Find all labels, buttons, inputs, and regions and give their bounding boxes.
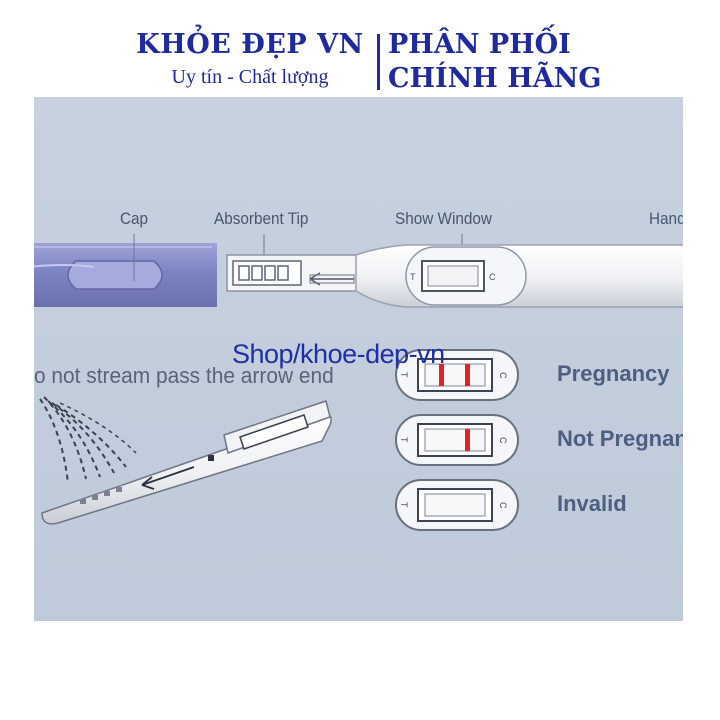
cap-shape (34, 243, 217, 307)
svg-text:T: T (410, 272, 416, 282)
svg-text:T: T (399, 372, 409, 378)
svg-text:C: C (498, 437, 508, 444)
brand-block: KHỎE ĐẸP VN Uy tín - Chất lượng (126, 28, 374, 90)
svg-text:T: T (399, 502, 409, 508)
test-diagram: T C (34, 97, 683, 621)
brand-name: KHỎE ĐẸP VN (136, 29, 364, 60)
instruction-text: o not stream pass the arrow end (34, 363, 334, 388)
result-window-not-pregnant: T C (395, 414, 519, 466)
distribution-line-2: CHÍNH HÃNG (388, 63, 602, 94)
svg-text:T: T (399, 437, 409, 443)
result-window-invalid: T C (395, 479, 519, 531)
absorbent-tip-shape (226, 254, 358, 292)
result-label-pregnancy: Pregnancy (557, 361, 670, 386)
spray-lines (39, 396, 137, 484)
brand-tagline: Uy tín - Chất lượng (171, 66, 329, 88)
result-window-pregnancy: T C (395, 349, 519, 401)
svg-text:C: C (498, 502, 508, 509)
svg-text:C: C (489, 272, 496, 282)
diagram-illustration: T C (34, 97, 683, 621)
label-cap: Cap (120, 209, 149, 228)
distribution-block: PHÂN PHỐI CHÍNH HÃNG (388, 28, 601, 96)
device-body-shape: T C (355, 244, 683, 308)
label-absorbent-tip: Absorbent Tip (214, 209, 309, 228)
result-label-not-pregnant: Not Pregnanc (557, 426, 683, 451)
header-divider (377, 34, 380, 90)
label-show-window: Show Window (395, 209, 492, 228)
result-label-invalid: Invalid (557, 491, 627, 516)
diagram-background (34, 97, 683, 621)
svg-text:C: C (498, 372, 508, 379)
angled-device-shape (41, 400, 332, 525)
shop-watermark: Shop/khoe-dep-vn (232, 339, 445, 369)
distribution-line-1: PHÂN PHỐI (388, 29, 571, 60)
label-handle: Hand (649, 209, 683, 228)
